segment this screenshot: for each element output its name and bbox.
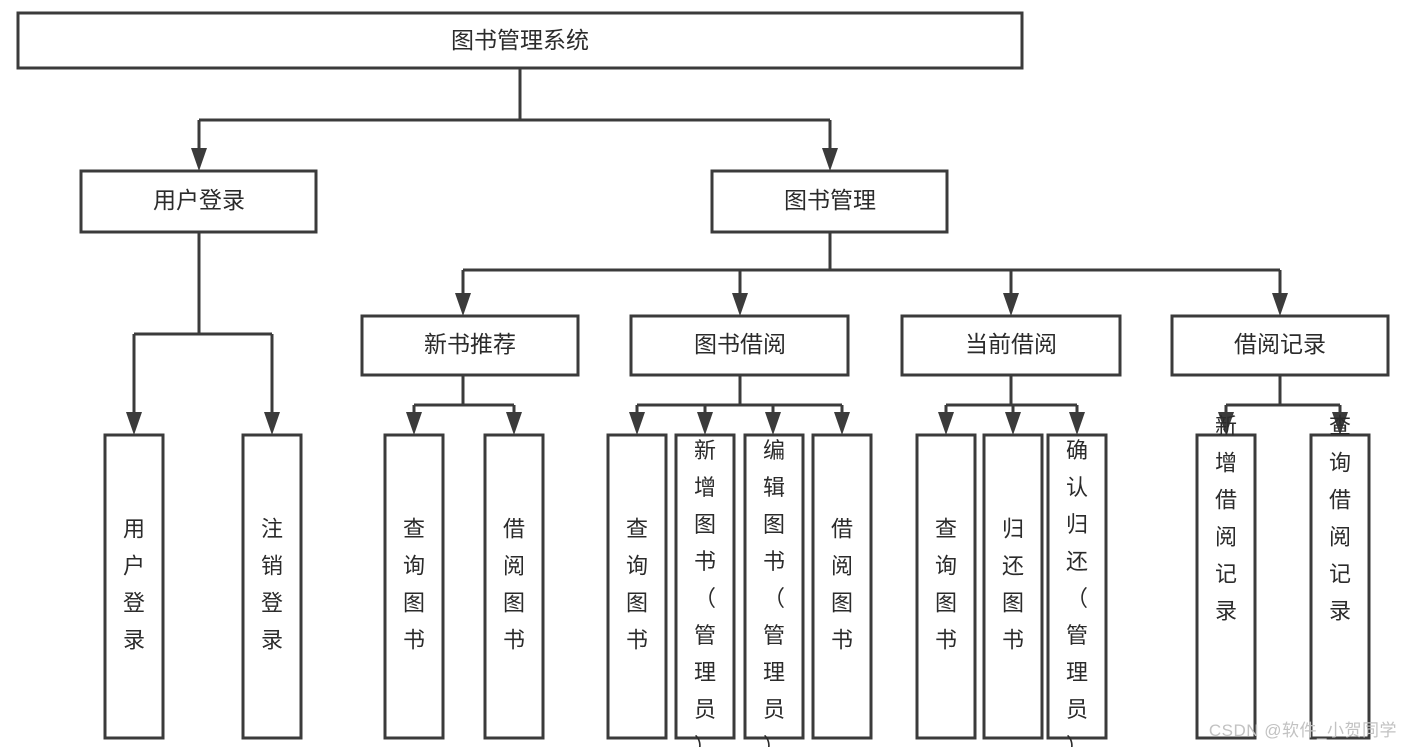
leaf-book-borrow-0-box[interactable] xyxy=(606,433,668,740)
node-book-borrow-label: 图书借阅 xyxy=(694,331,786,357)
node-book-management-box[interactable] xyxy=(710,169,949,234)
leaf-book-borrow-3-box[interactable] xyxy=(811,433,873,740)
arrow-user-login-leaf-0 xyxy=(126,412,142,435)
leaf-user-login-1-box[interactable] xyxy=(241,433,303,740)
arrow-book-borrow-leaf-1 xyxy=(697,412,713,435)
arrow-bus-to-new-book xyxy=(455,293,471,316)
arrow-bus-to-current-borrow xyxy=(1003,293,1019,316)
leaf-book-borrow-3[interactable]: 借阅图书 xyxy=(811,433,873,740)
node-new-book-recommend[interactable]: 新书推荐 xyxy=(360,314,580,377)
leaf-borrow-record-0-box[interactable] xyxy=(1195,433,1257,740)
leaf-book-borrow-0[interactable]: 查询图书 xyxy=(606,433,668,740)
leaf-current-borrow-1-label: 归还图书 xyxy=(1002,516,1024,652)
arrow-book-borrow-leaf-0 xyxy=(629,412,645,435)
node-book-borrow-box[interactable] xyxy=(629,314,850,377)
leaf-book-borrow-3-label: 借阅图书 xyxy=(831,516,853,652)
arrow-new-book-leaf-1 xyxy=(506,412,522,435)
leaf-current-borrow-2-label: 确认归还（管理员） xyxy=(1066,438,1088,747)
leaf-borrow-record-1-box[interactable] xyxy=(1309,433,1371,740)
leaf-current-borrow-0[interactable]: 查询图书 xyxy=(915,433,977,740)
node-new-book-recommend-box[interactable] xyxy=(360,314,580,377)
node-user-login-label: 用户登录 xyxy=(153,187,245,213)
arrow-book-borrow-leaf-2 xyxy=(765,412,781,435)
leaf-user-login-0-box[interactable] xyxy=(103,433,165,740)
leaf-book-borrow-1[interactable]: 新增图书（管理员） xyxy=(674,433,736,747)
leaf-book-borrow-1-box[interactable] xyxy=(674,433,736,740)
arrow-bus-to-book-borrow xyxy=(732,293,748,316)
node-current-borrow[interactable]: 当前借阅 xyxy=(900,314,1122,377)
leaf-new-book-0-box[interactable] xyxy=(383,433,445,740)
arrow-book-borrow-leaf-3 xyxy=(834,412,850,435)
arrow-current-borrow-leaf-1 xyxy=(1005,412,1021,435)
leaf-book-borrow-2-label: 编辑图书（管理员） xyxy=(763,438,785,747)
leaf-current-borrow-1[interactable]: 归还图书 xyxy=(982,433,1044,740)
node-user-login[interactable]: 用户登录 xyxy=(79,169,318,234)
arrow-current-borrow-leaf-0 xyxy=(938,412,954,435)
leaf-user-login-0-label: 用户登录 xyxy=(123,516,145,652)
leaf-book-borrow-2-box[interactable] xyxy=(743,433,805,740)
leaf-book-borrow-0-label: 查询图书 xyxy=(626,516,648,652)
arrow-borrow-record-leaf-1 xyxy=(1332,412,1348,435)
arrow-new-book-leaf-0 xyxy=(406,412,422,435)
arrow-bus-to-borrow-record xyxy=(1272,293,1288,316)
leaf-new-book-0-label: 查询图书 xyxy=(403,516,425,652)
arrow-current-borrow-leaf-2 xyxy=(1069,412,1085,435)
leaf-current-borrow-1-box[interactable] xyxy=(982,433,1044,740)
node-book-management-label: 图书管理 xyxy=(784,187,876,213)
node-borrow-record-box[interactable] xyxy=(1170,314,1390,377)
leaf-book-borrow-2[interactable]: 编辑图书（管理员） xyxy=(743,433,805,747)
leaf-new-book-1-label: 借阅图书 xyxy=(503,516,525,652)
leaf-current-borrow-0-label: 查询图书 xyxy=(935,516,957,652)
leaf-current-borrow-2[interactable]: 确认归还（管理员） xyxy=(1046,433,1108,747)
leaf-user-login-0[interactable]: 用户登录 xyxy=(103,433,165,740)
node-root-label: 图书管理系统 xyxy=(451,27,589,53)
node-current-borrow-label: 当前借阅 xyxy=(965,331,1057,357)
connector-layer xyxy=(126,68,1348,435)
leaf-borrow-record-0[interactable]: 新增借阅记录 xyxy=(1195,413,1257,740)
leaf-new-book-1[interactable]: 借阅图书 xyxy=(483,433,545,740)
leaf-borrow-record-1-label: 查询借阅记录 xyxy=(1329,413,1351,623)
leaf-current-borrow-0-box[interactable] xyxy=(915,433,977,740)
node-user-login-box[interactable] xyxy=(79,169,318,234)
node-borrow-record-label: 借阅记录 xyxy=(1234,331,1326,357)
node-borrow-record[interactable]: 借阅记录 xyxy=(1170,314,1390,377)
leaf-user-login-1-label: 注销登录 xyxy=(261,516,283,652)
arrow-root-to-book-mgmt xyxy=(822,148,838,171)
arrow-borrow-record-leaf-0 xyxy=(1218,412,1234,435)
node-book-borrow[interactable]: 图书借阅 xyxy=(629,314,850,377)
node-new-book-recommend-label: 新书推荐 xyxy=(424,331,516,357)
leaf-user-login-1[interactable]: 注销登录 xyxy=(241,433,303,740)
leaf-current-borrow-2-box[interactable] xyxy=(1046,433,1108,740)
leaf-borrow-record-1[interactable]: 查询借阅记录 xyxy=(1309,413,1371,740)
leaf-new-book-0[interactable]: 查询图书 xyxy=(383,433,445,740)
leaf-new-book-1-box[interactable] xyxy=(483,433,545,740)
node-book-management[interactable]: 图书管理 xyxy=(710,169,949,234)
node-root[interactable]: 图书管理系统 xyxy=(16,11,1024,70)
node-root-box[interactable] xyxy=(16,11,1024,70)
leaf-book-borrow-1-label: 新增图书（管理员） xyxy=(694,438,716,747)
node-current-borrow-box[interactable] xyxy=(900,314,1122,377)
arrow-root-to-user-login xyxy=(191,148,207,171)
leaf-borrow-record-0-label: 新增借阅记录 xyxy=(1215,413,1237,623)
arrow-user-login-leaf-1 xyxy=(264,412,280,435)
